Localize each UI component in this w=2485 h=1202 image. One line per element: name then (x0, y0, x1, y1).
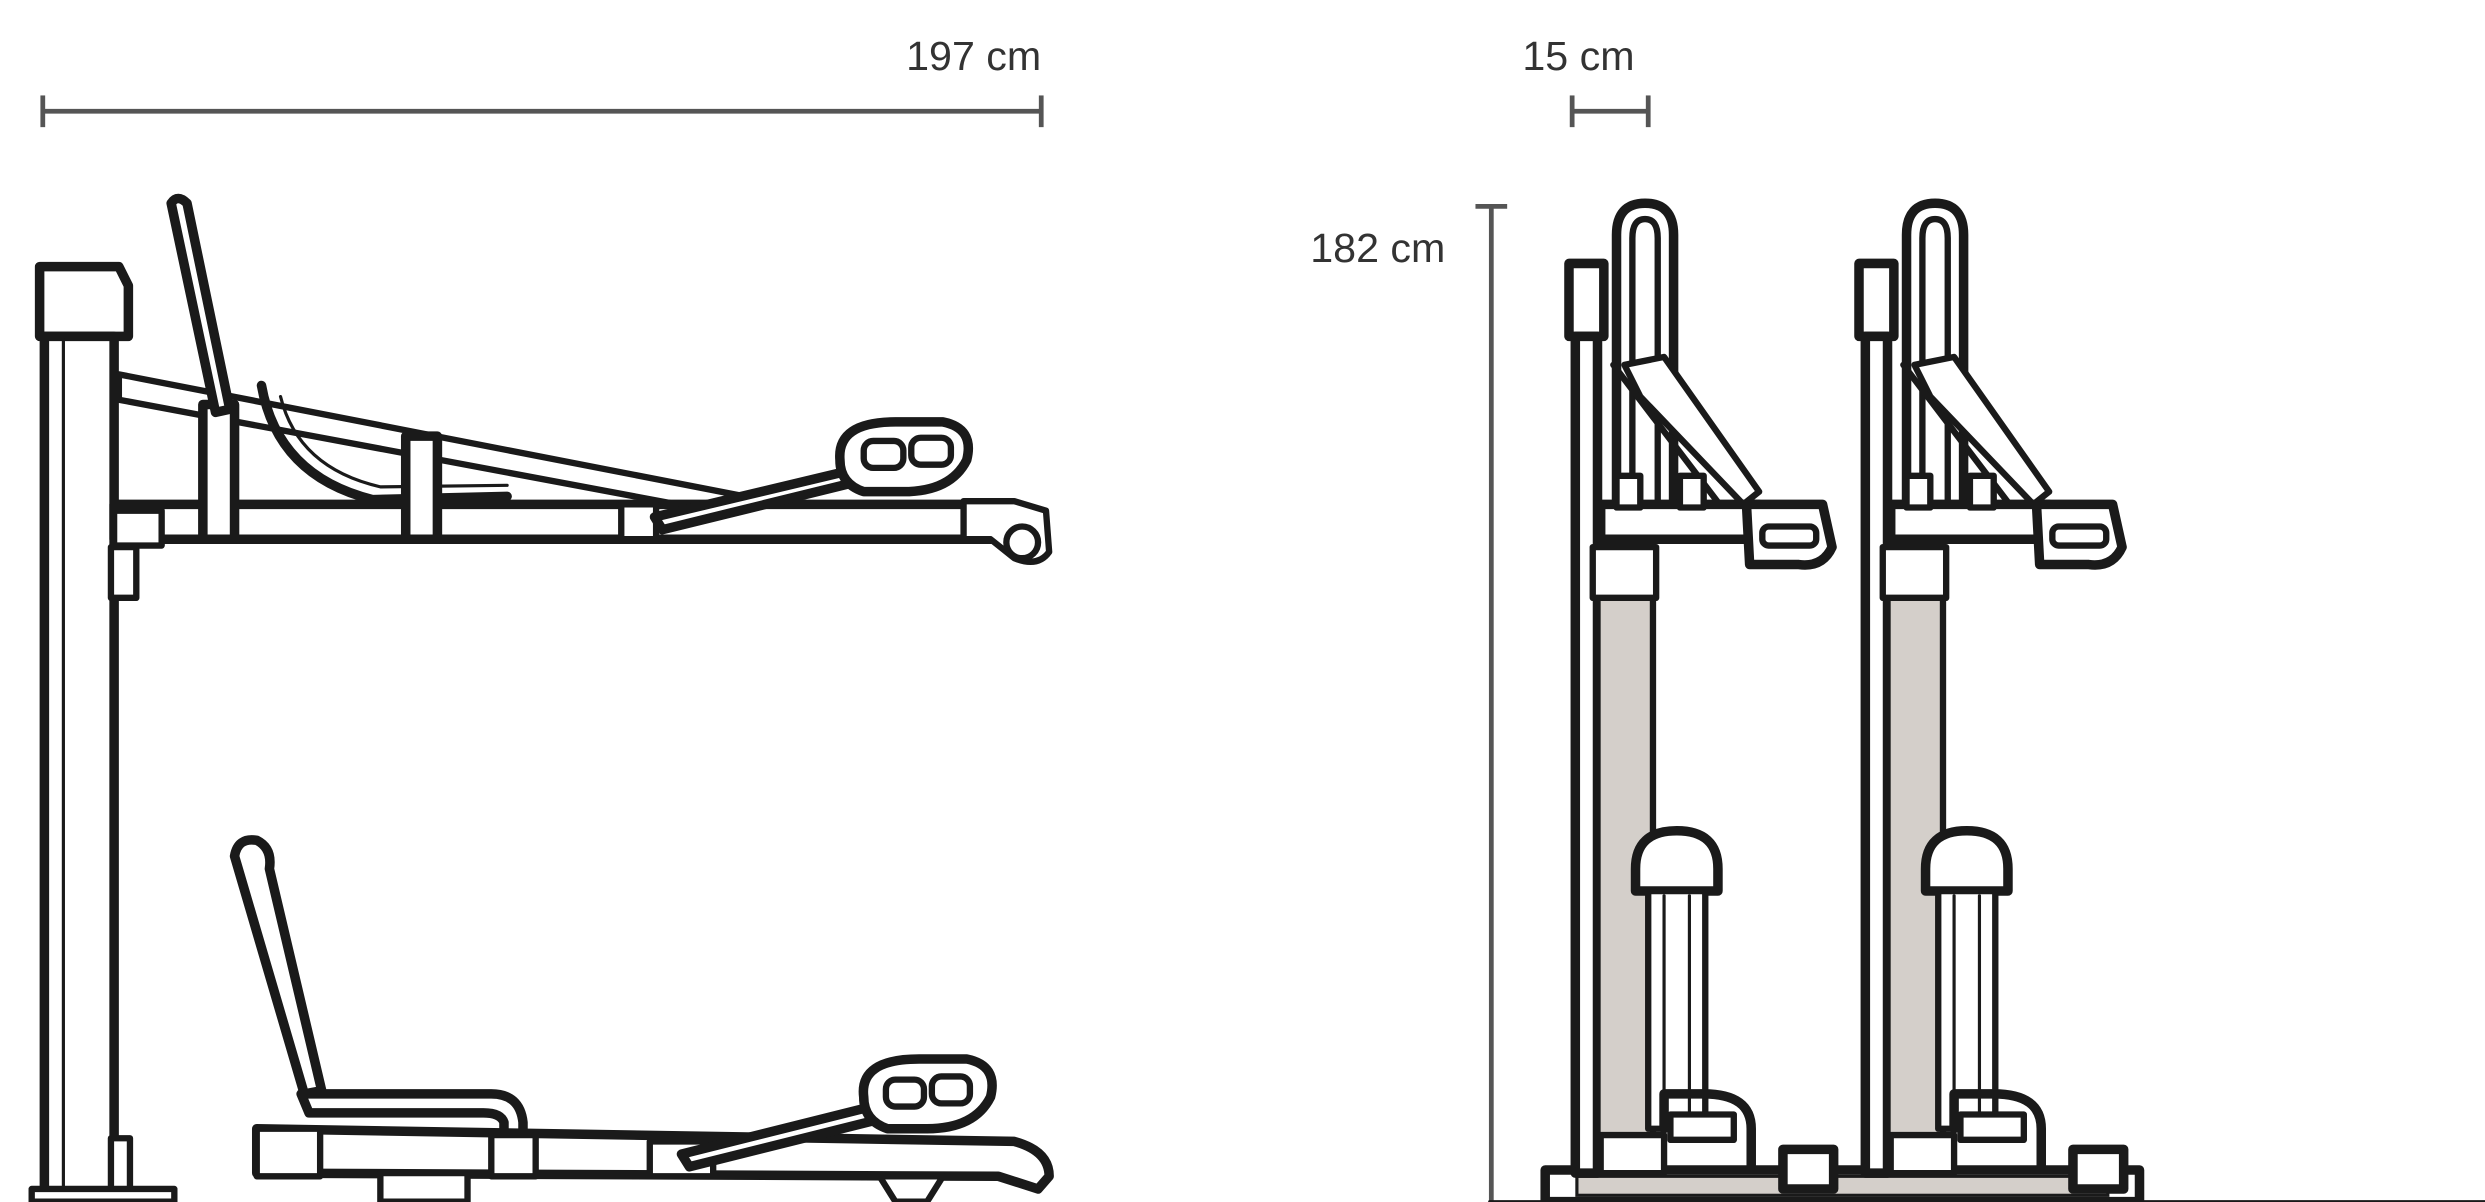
rack-unit-left (1564, 198, 1839, 1194)
rack-unit-right (1854, 198, 2129, 1194)
side-post (34, 261, 140, 1202)
base-rail-shade (1575, 1174, 2110, 1197)
spacing-label: 15 cm (1522, 33, 1634, 79)
spacing-dimension: 15 cm (1522, 33, 1651, 128)
length-label: 197 cm (906, 33, 1041, 79)
height-dimension: 182 cm (1310, 204, 1508, 1202)
length-dimension: 197 cm (40, 33, 1044, 128)
upper-rack (109, 193, 1053, 565)
height-label: 182 cm (1310, 225, 1445, 271)
lower-rack (28, 835, 1054, 1202)
side-view (28, 193, 1054, 1202)
front-view (1488, 198, 2485, 1202)
